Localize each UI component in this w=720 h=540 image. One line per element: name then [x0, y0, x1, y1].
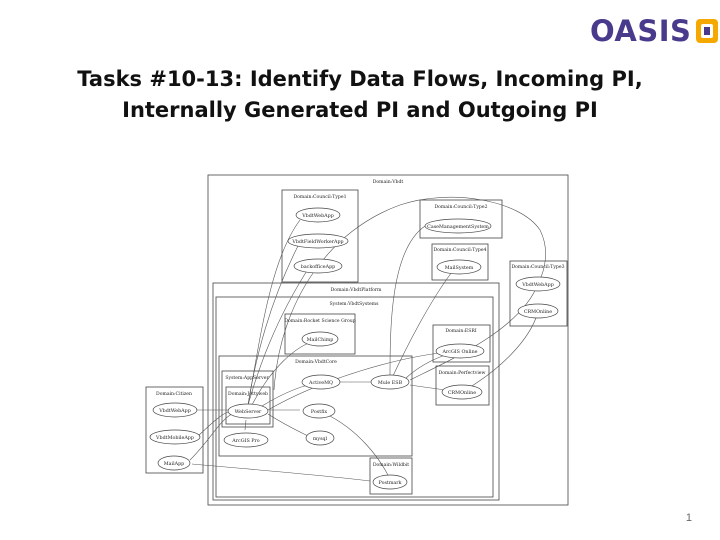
node-activemq: [301, 374, 341, 390]
edge-mailapp-postmark: [191, 463, 371, 482]
cluster-appserver: [221, 370, 274, 428]
label-node-activemq: ActiveMQ: [308, 380, 333, 386]
edge-curve-top: [273, 196, 546, 391]
label-cluster-perfectview: Domain:Perfectview: [439, 370, 486, 376]
label-node-arcgis-online: ArcGIS Online: [442, 349, 478, 355]
label-node-t2-casemgmt: CaseManagementSystem: [427, 224, 489, 230]
cluster-esri: [432, 324, 491, 363]
label-node-cit-webapp: VbdtWebApp: [158, 408, 191, 414]
edge-arcgispro-webserver: [244, 419, 247, 431]
label-node-postmark: Postmark: [379, 480, 402, 486]
label-cluster-council-type3: Domain:Council:Type3: [511, 264, 564, 270]
node-arcgis-pro: [223, 432, 269, 448]
label-node-t1-backoffice: backofficeApp: [301, 264, 336, 270]
label-node-crmonline: CRMOnline: [448, 390, 476, 396]
node-arcgis-online: [435, 343, 485, 359]
label-cluster-council-type4: Domain:Council:Type4: [433, 247, 486, 253]
page-number: 1: [685, 512, 692, 524]
label-node-t1-webapp: VbdtWebApp: [301, 213, 334, 219]
label-node-t3-webapp: VbdtWebApp: [521, 282, 554, 288]
edge-backoffice-webserver: [247, 265, 311, 406]
label-node-webserver: WebServer: [235, 409, 262, 415]
cluster-system: [215, 296, 494, 498]
edge-fieldworker-webserver: [247, 241, 301, 406]
label-node-cit-mailapp: MailApp: [164, 461, 184, 467]
node-t1-fieldworker: [287, 233, 349, 249]
cluster-perfectview: [435, 365, 490, 406]
cluster-platform: [212, 282, 500, 501]
edge-mailsystem-mule: [391, 267, 456, 379]
label-node-mailchimp: MailChimp: [307, 337, 334, 343]
node-t3-webapp: [515, 276, 561, 292]
cluster-council-type3: [509, 260, 568, 327]
edge-t3webapp-mule: [409, 283, 539, 381]
edge-webserver-mysql: [267, 413, 309, 437]
label-node-cit-mobile: VbdtMobileApp: [155, 435, 194, 441]
label-cluster-esri: Domain:ESRI: [445, 328, 476, 334]
node-mule: [370, 374, 410, 390]
cluster-jspweb: [225, 386, 271, 425]
label-node-t3-crm: CRMOnline: [524, 309, 552, 315]
node-cit-mobile: [149, 429, 201, 445]
cluster-wildbit: [369, 457, 413, 495]
cluster-rocket: [284, 313, 356, 355]
oasis-logo-mark-icon: [696, 19, 719, 43]
cluster-council-type4: [431, 243, 489, 281]
label-node-mysql: mysql: [313, 436, 328, 442]
node-t1-backoffice: [293, 258, 343, 274]
node-webserver: [227, 403, 269, 419]
node-t2-casemgmt: [424, 218, 492, 234]
label-cluster-system: System:VbdtSystems: [330, 301, 380, 307]
label-cluster-citizen: Domain:Citizen: [156, 391, 192, 397]
node-crmonline: [441, 384, 483, 400]
edge-crm-t3crm: [461, 311, 539, 393]
node-t1-webapp: [295, 207, 341, 223]
label-node-postfix: Postfix: [311, 409, 328, 415]
cluster-vbdt: [207, 174, 569, 506]
label-cluster-platform: Domain:VbdtPlatform: [331, 287, 382, 293]
edge-postfix-postmark: [323, 412, 389, 476]
slide-title: Tasks #10-13: Identify Data Flows, Incom…: [40, 64, 680, 126]
edge-casemgmt-mule: [389, 225, 426, 379]
label-node-mule: Mule ESB: [378, 380, 403, 386]
cluster-council-type1: [281, 189, 359, 283]
node-cit-mailapp: [157, 455, 191, 471]
label-cluster-jspweb: Domain:Jettyweb: [228, 391, 268, 397]
edge-citmobile-webserver: [197, 411, 229, 437]
oasis-logo-text: OASIS: [590, 14, 692, 48]
slide-title-line-1: Tasks #10-13: Identify Data Flows, Incom…: [77, 67, 643, 91]
node-t4-mailsystem: [436, 259, 482, 275]
label-cluster-appserver: System:AppServer: [225, 375, 269, 381]
label-cluster-wildbit: Domain:Wildbit: [373, 462, 409, 468]
node-postfix: [302, 403, 336, 419]
oasis-logo: OASIS: [590, 14, 719, 48]
label-cluster-council-type1: Domain:Council:Type1: [293, 194, 346, 200]
label-cluster-vbdt: Domain:Vbdt: [373, 179, 404, 185]
label-node-arcgis-pro: ArcGIS Pro: [231, 438, 260, 444]
cluster-council-type2: [419, 199, 503, 239]
node-postmark: [372, 474, 408, 490]
cluster-citizen: [145, 386, 204, 474]
label-cluster-council-type2: Domain:Council:Type2: [434, 204, 487, 210]
cluster-core: [218, 355, 413, 457]
label-node-t1-fieldworker: VbdtFieldWorkerApp: [291, 239, 343, 245]
slide-title-line-2: Internally Generated PI and Outgoing PI: [122, 98, 598, 122]
label-cluster-core: Domain:VbdtCore: [295, 359, 337, 365]
label-node-t4-mailsystem: MailSystem: [445, 265, 474, 271]
node-mailchimp: [301, 331, 339, 347]
label-cluster-rocket: Domain:Rocket Science Group: [284, 318, 355, 324]
node-mysql: [305, 430, 335, 446]
node-cit-webapp: [152, 402, 198, 418]
edge-mailapp-webserver: [189, 413, 233, 461]
node-t3-crm: [517, 303, 559, 319]
